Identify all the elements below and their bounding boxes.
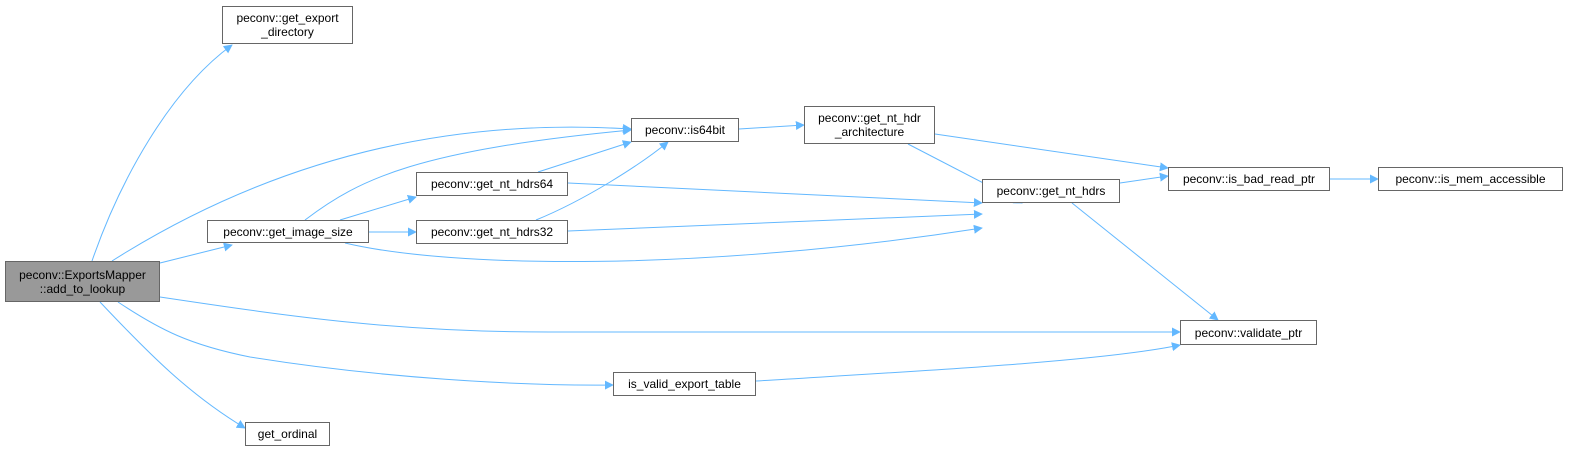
node-get-nt-hdr-architecture[interactable]: peconv::get_nt_hdr_architecture (804, 106, 935, 144)
edge-get_nt_hdrs32-to-get_nt_hdrs (567, 209, 983, 232)
node-is-valid-export-table[interactable]: is_valid_export_table (613, 372, 756, 396)
node-get-ordinal[interactable]: get_ordinal (245, 422, 330, 446)
node-is-mem-accessible[interactable]: peconv::is_mem_accessible (1378, 167, 1563, 191)
node-label: peconv::get_image_size (223, 224, 353, 239)
node-is-bad-read-ptr[interactable]: peconv::is_bad_read_ptr (1168, 167, 1330, 191)
node-label: peconv::get_nt_hdrs32 (430, 225, 554, 239)
edge-get_nt_hdrs32-to-is64bit (535, 141, 669, 221)
edge-get_nt_hdrs-to-is_bad_read_ptr (1119, 172, 1169, 184)
edge-get_image_size-to-get_nt_hdrs64 (339, 195, 417, 221)
edge-add_to_lookup-to-get_ordinal (99, 301, 246, 429)
edge-add_to_lookup-to-is64bit (111, 123, 632, 262)
node-label: peconv::get_export (236, 11, 339, 25)
node-validate-ptr[interactable]: peconv::validate_ptr (1180, 320, 1317, 345)
node-label: peconv::is_mem_accessible (1395, 172, 1546, 186)
edge-get_nt_hdr_architecture-to-is_bad_read_ptr (934, 133, 1169, 172)
edge-get_nt_hdrs64-to-get_nt_hdrs (567, 182, 983, 208)
edge-add_to_lookup-to-get_image_size (159, 242, 233, 264)
edge-add_to_lookup-to-is_valid_export_table (117, 301, 614, 390)
node-add-to-lookup: peconv::ExportsMapper::add_to_lookup (5, 261, 160, 302)
edge-is_valid_export_table-to-validate_ptr (755, 342, 1181, 382)
node-label: peconv::get_nt_hdr (818, 111, 921, 125)
edge-get_nt_hdrs-to-validate_ptr (1071, 202, 1219, 321)
node-get-image-size[interactable]: peconv::get_image_size (207, 220, 369, 243)
node-label: is_valid_export_table (628, 377, 741, 391)
node-label: peconv::ExportsMapper (19, 267, 146, 282)
node-label: peconv::validate_ptr (1194, 325, 1303, 340)
node-get-export-directory[interactable]: peconv::get_export_directory (222, 6, 353, 44)
node-label: peconv::get_nt_hdrs (996, 184, 1106, 198)
edge-is64bit-to-get_nt_hdr_architecture (738, 121, 805, 130)
node-label: peconv::get_nt_hdrs64 (430, 177, 554, 191)
node-get-nt-hdrs32[interactable]: peconv::get_nt_hdrs32 (416, 220, 568, 244)
edge-get_nt_hdrs64-to-is64bit (537, 140, 632, 173)
node-get-nt-hdrs64[interactable]: peconv::get_nt_hdrs64 (416, 172, 568, 196)
edge-add_to_lookup-to-get_export_directory (91, 44, 233, 262)
edge-add_to_lookup-to-validate_ptr (159, 296, 1181, 337)
node-label: _architecture (834, 125, 905, 139)
edge-get_image_size-to-is64bit (304, 126, 632, 221)
node-label: peconv::is64bit (644, 123, 726, 137)
node-label: get_ordinal (257, 427, 318, 441)
node-label: _directory (261, 25, 314, 39)
node-get-nt-hdrs[interactable]: peconv::get_nt_hdrs (982, 179, 1120, 203)
edge-get_image_size-to-get_nt_hdrs (344, 224, 983, 263)
node-label: ::add_to_lookup (39, 281, 126, 296)
node-label: peconv::is_bad_read_ptr (1182, 172, 1316, 186)
node-is64bit[interactable]: peconv::is64bit (631, 118, 739, 142)
